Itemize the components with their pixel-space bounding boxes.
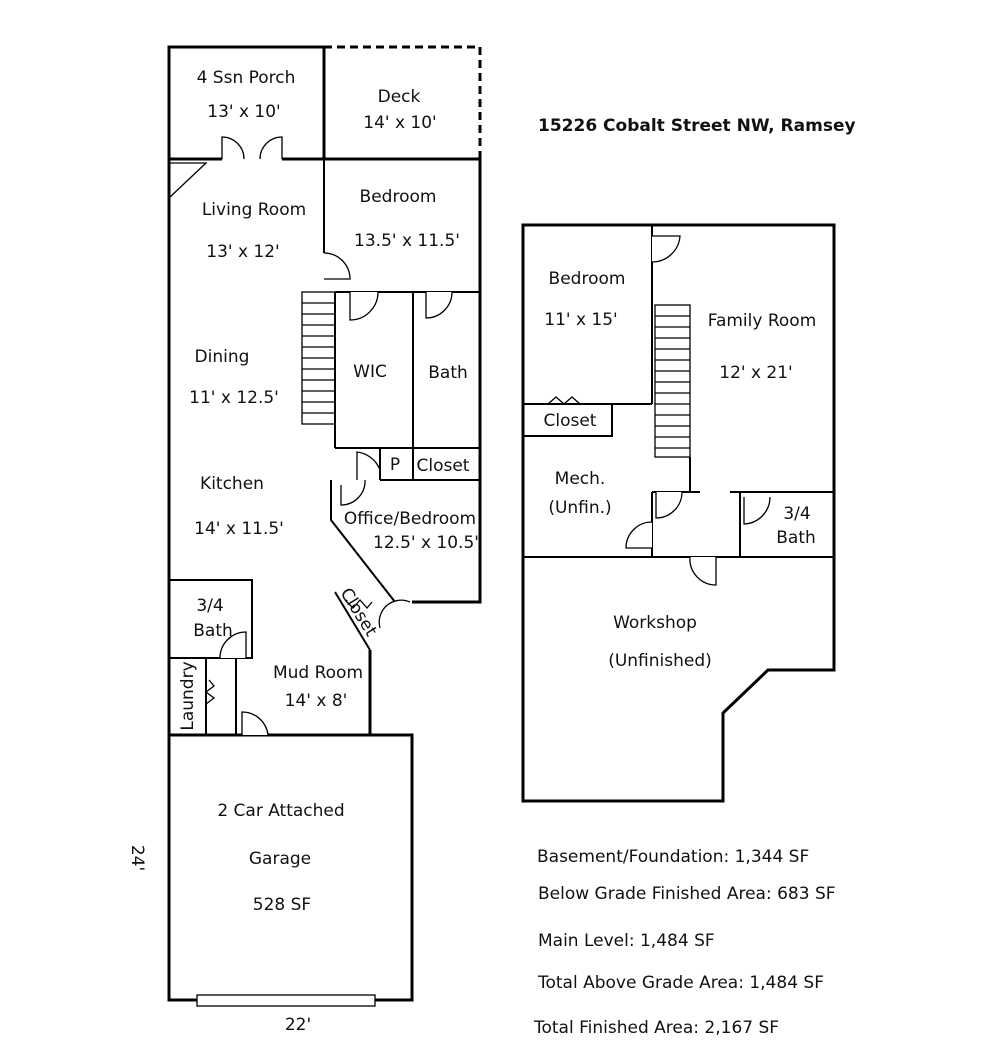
lower-level-plan: Bedroom 11' x 15' Family Room 12' x 21' … bbox=[521, 223, 836, 803]
stat-total-finished: Total Finished Area: 2,167 SF bbox=[533, 1018, 779, 1038]
garage-line1: 2 Car Attached bbox=[217, 801, 344, 821]
porch-name: 4 Ssn Porch bbox=[197, 68, 296, 88]
office-dims: 12.5' x 10.5' bbox=[373, 533, 479, 553]
bedroom-name: Bedroom bbox=[360, 187, 437, 207]
workshop-line2: (Unfinished) bbox=[608, 651, 712, 671]
stat-main-level: Main Level: 1,484 SF bbox=[538, 931, 715, 951]
address-title: 15226 Cobalt Street NW, Ramsey bbox=[538, 116, 856, 136]
dining-dims: 11' x 12.5' bbox=[189, 388, 279, 408]
bath-walls bbox=[169, 579, 253, 659]
garage-width: 22' bbox=[285, 1015, 311, 1035]
lower-closet-name: Closet bbox=[544, 411, 597, 431]
living-room-dims: 13' x 12' bbox=[206, 242, 279, 262]
workshop-line1: Workshop bbox=[613, 613, 697, 633]
bath34-line2: Bath bbox=[193, 621, 233, 641]
lower-bath-line2: Bath bbox=[776, 528, 816, 548]
main-level-plan: 4 Ssn Porch 13' x 10' Deck 14' x 10' Liv… bbox=[127, 45, 482, 1035]
garage-depth: 24' bbox=[127, 845, 147, 871]
mech-line1: Mech. bbox=[555, 469, 606, 489]
porch-dims: 13' x 10' bbox=[207, 102, 280, 122]
deck-dims: 14' x 10' bbox=[363, 113, 436, 133]
kitchen-dims: 14' x 11.5' bbox=[194, 519, 284, 539]
stat-basement: Basement/Foundation: 1,344 SF bbox=[537, 847, 809, 867]
bedroom-dims: 13.5' x 11.5' bbox=[354, 231, 460, 251]
garage-line2: Garage bbox=[249, 849, 311, 869]
dining-name: Dining bbox=[195, 347, 250, 367]
bath34-line1: 3/4 bbox=[196, 596, 223, 616]
lower-stairs bbox=[654, 304, 691, 458]
deck-dashed-edge bbox=[324, 45, 482, 159]
lower-bedroom-name: Bedroom bbox=[549, 269, 626, 289]
area-stats: Basement/Foundation: 1,344 SF Below Grad… bbox=[533, 847, 836, 1038]
family-room-dims: 12' x 21' bbox=[719, 363, 792, 383]
office-name: Office/Bedroom bbox=[344, 509, 476, 529]
closet-angled-wall bbox=[334, 591, 371, 651]
lower-bath-line1: 3/4 bbox=[783, 504, 810, 524]
living-room-name: Living Room bbox=[202, 200, 306, 220]
laundry-name: Laundry bbox=[178, 661, 198, 730]
mech-line2: (Unfin.) bbox=[548, 498, 611, 518]
lower-bedroom-dims: 11' x 15' bbox=[544, 310, 617, 330]
garage-door bbox=[196, 994, 376, 1007]
kitchen-name: Kitchen bbox=[200, 474, 264, 494]
main-doors bbox=[168, 136, 453, 736]
stat-below-grade: Below Grade Finished Area: 683 SF bbox=[538, 884, 836, 904]
garage-area: 528 SF bbox=[253, 895, 311, 915]
deck-name: Deck bbox=[378, 87, 421, 107]
lower-outer-wall bbox=[521, 223, 836, 803]
office-angled-wall bbox=[330, 480, 396, 603]
lower-doors bbox=[547, 235, 771, 586]
pantry-name: P bbox=[390, 455, 400, 475]
main-stairs bbox=[301, 291, 336, 425]
stat-above-grade: Total Above Grade Area: 1,484 SF bbox=[537, 973, 824, 993]
bath-name: Bath bbox=[428, 363, 468, 383]
family-room-name: Family Room bbox=[708, 311, 817, 331]
closet-walls bbox=[523, 403, 652, 437]
wic-name: WIC bbox=[353, 362, 387, 382]
mud-room-name: Mud Room bbox=[273, 663, 363, 683]
closet-name: Closet bbox=[417, 456, 470, 476]
mud-room-dims: 14' x 8' bbox=[285, 691, 348, 711]
